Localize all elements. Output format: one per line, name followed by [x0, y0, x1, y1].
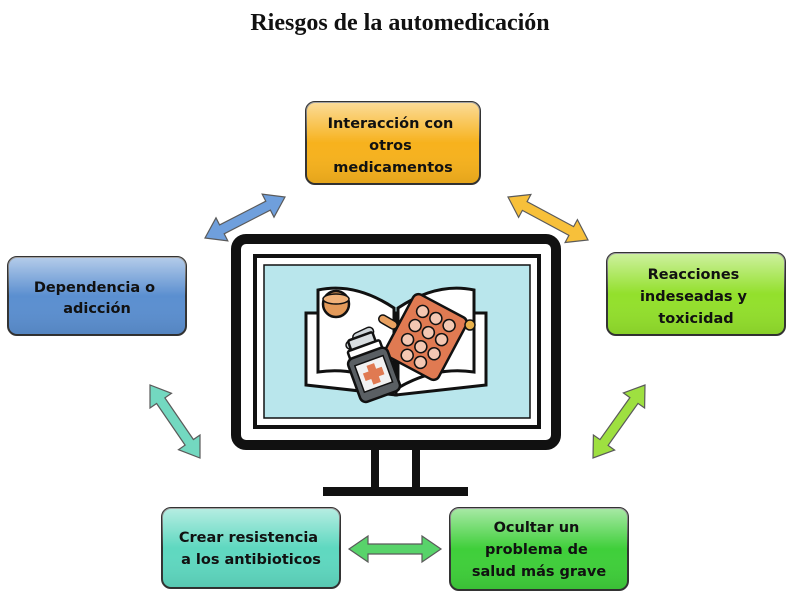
box-bottom-left-label: Crear resistencia a los antibioticos	[179, 530, 323, 568]
box-bottom-right	[449, 507, 629, 591]
box-top-label: Interacción con otros medicamentos	[328, 116, 459, 176]
arrow-top-right	[507, 193, 589, 244]
box-left-label: Dependencia o adicción	[34, 280, 160, 317]
arrow-bottom	[347, 534, 443, 564]
diagram-title: Riesgos de la automedicación	[250, 10, 550, 36]
box-bottom-left	[161, 507, 341, 589]
box-right	[606, 252, 786, 336]
arrow-right-bottom	[592, 384, 646, 459]
arrow-group	[149, 193, 646, 564]
box-top	[305, 101, 481, 185]
box-right-label: Reacciones indeseadas y toxicidad	[640, 267, 752, 327]
pill-bottle-icon	[346, 331, 402, 404]
arrow-left-bottom	[149, 384, 201, 459]
box-left	[7, 256, 187, 336]
box-bottom-right-label: Ocultar un problema de salud más grave	[472, 520, 606, 580]
blister-pack-icon	[383, 292, 476, 382]
arrow-top-left	[204, 193, 286, 242]
